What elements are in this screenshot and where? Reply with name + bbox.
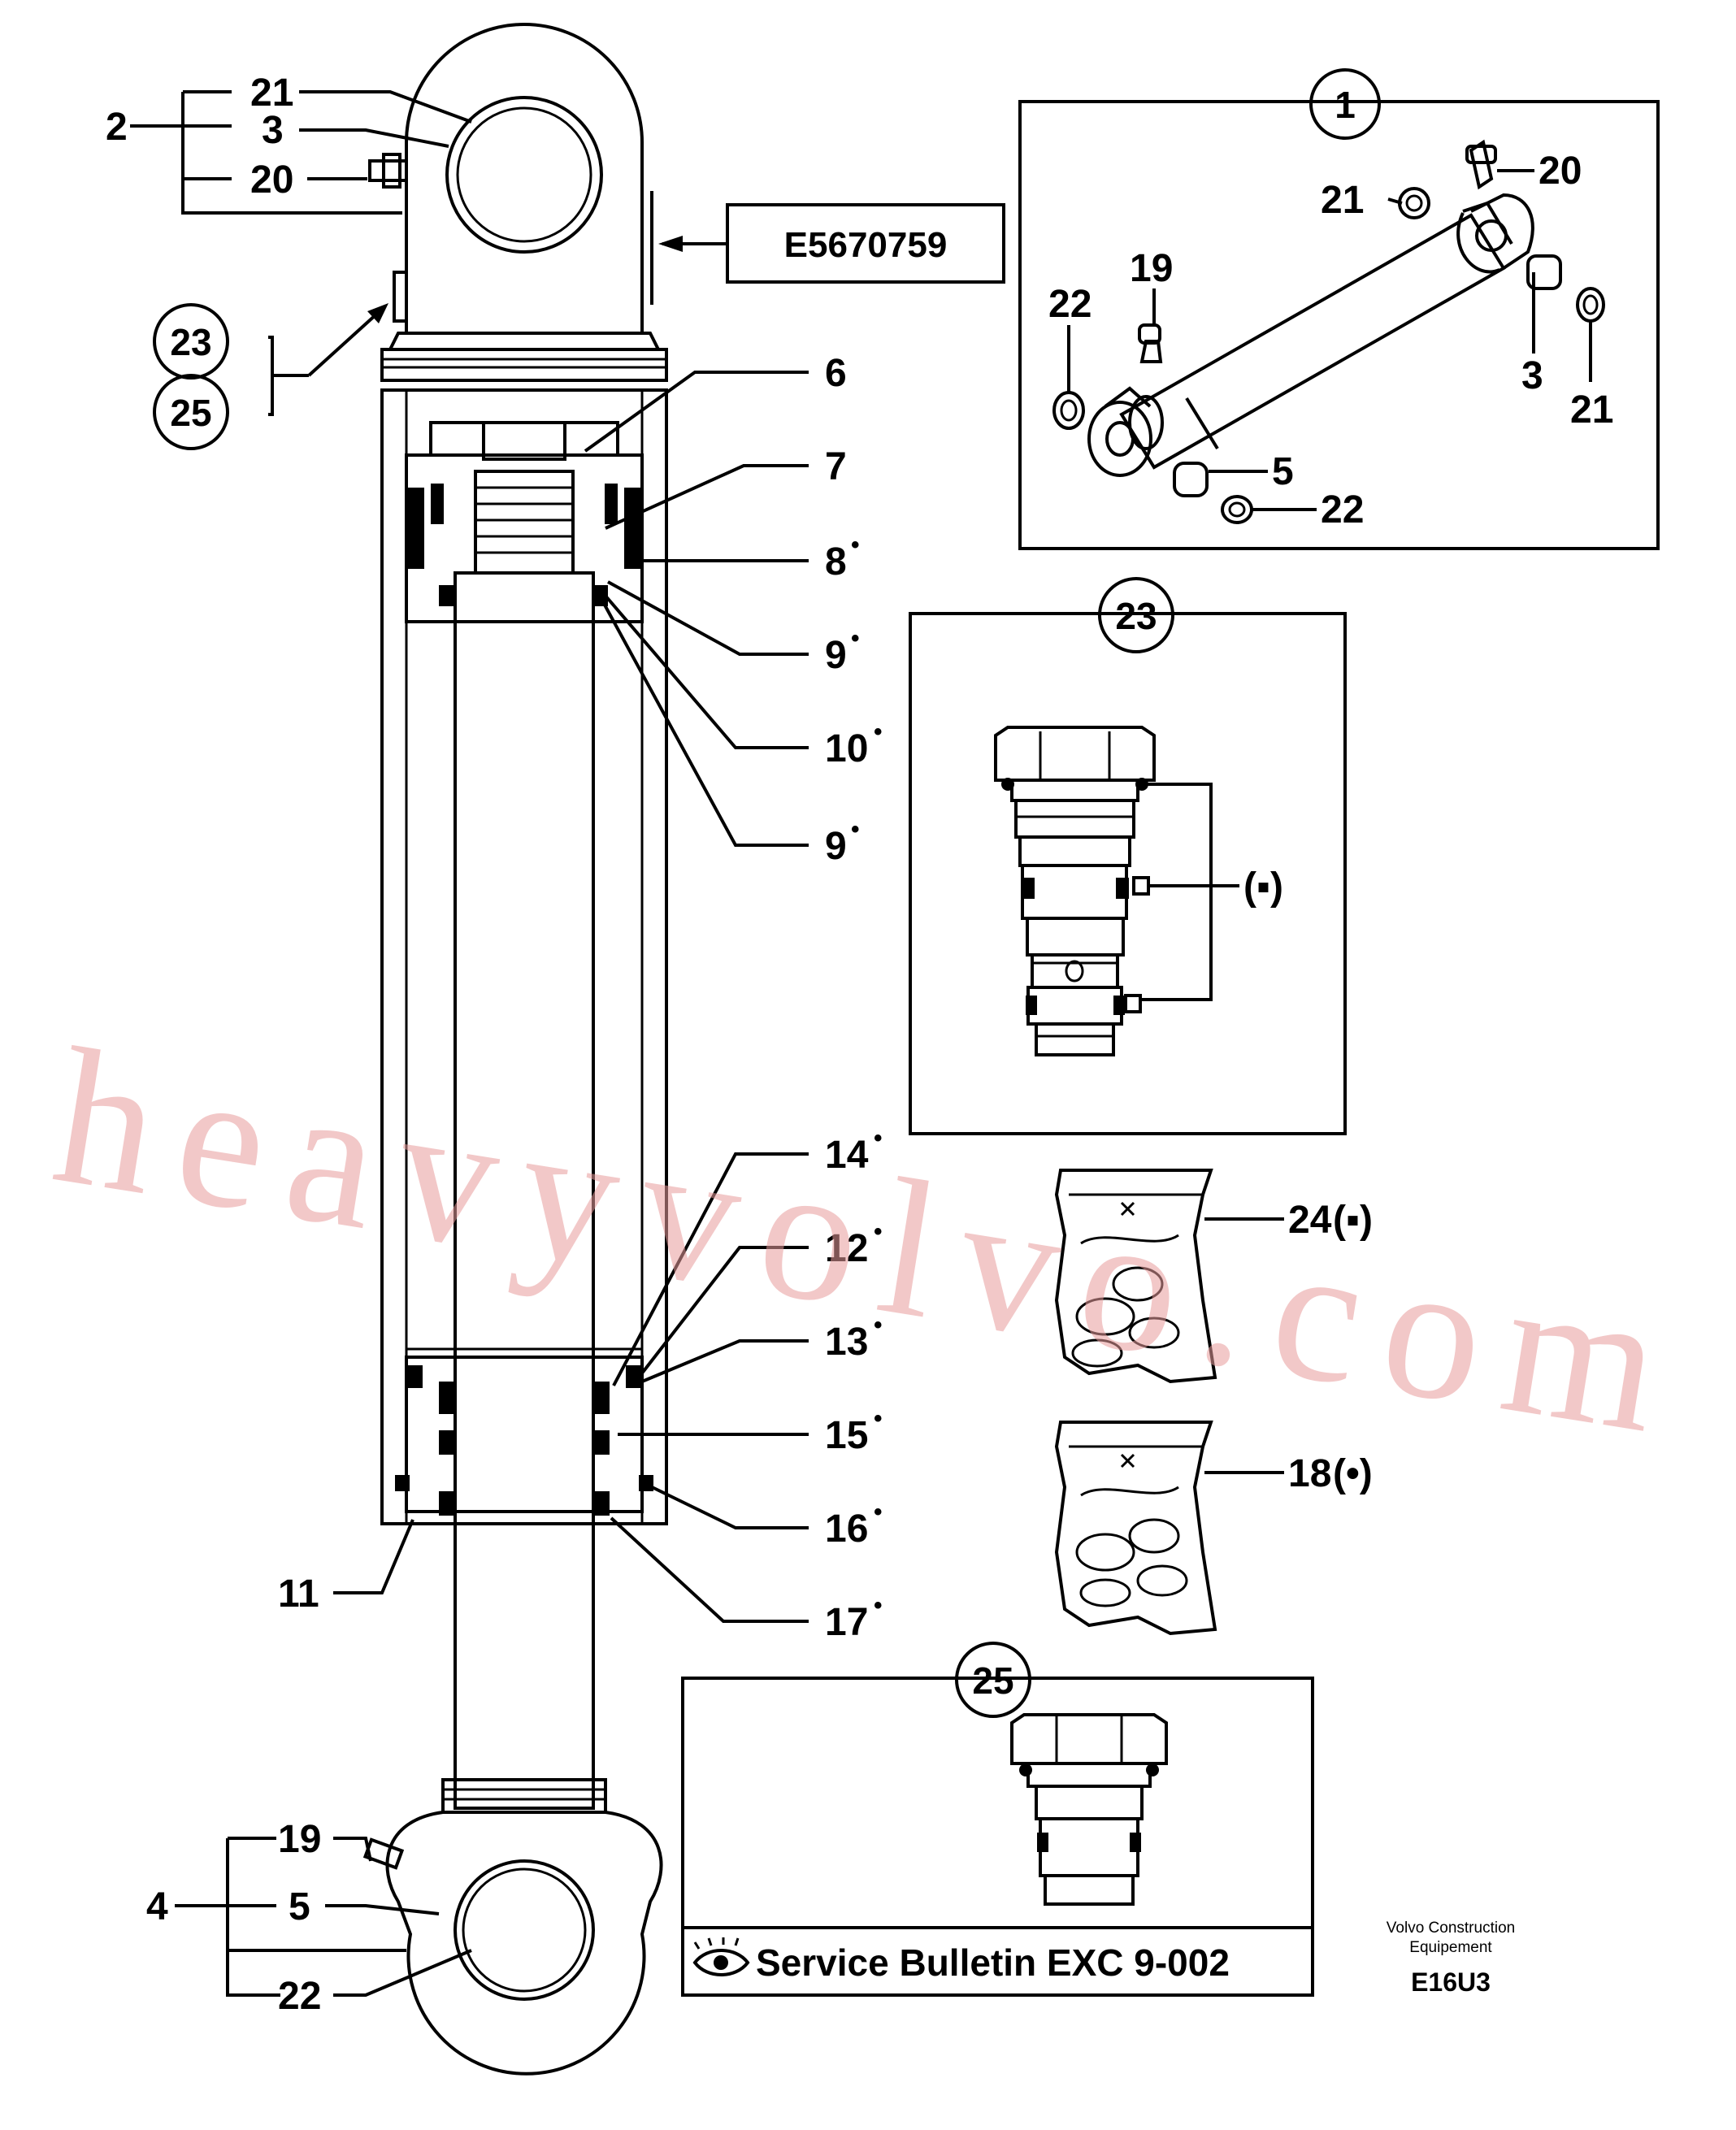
callout-23-left: 23 [153, 303, 229, 380]
service-bulletin: Service Bulletin EXC 9-002 [756, 1941, 1230, 1984]
label-6: 6 [825, 352, 847, 395]
eye-icon [692, 1937, 750, 1976]
maker-line-1: Volvo Construction [1387, 1920, 1515, 1937]
seal-kit-18: 18 (•) [1054, 1421, 1373, 1636]
inset1-label-5: 5 [1272, 450, 1294, 493]
inset-1-overview: 1 [1018, 68, 1660, 550]
label-14-dot: • [874, 1125, 883, 1152]
small-cylinder [1087, 193, 1534, 477]
label-24: 24 [1288, 1199, 1332, 1242]
svg-text:25: 25 [170, 392, 211, 434]
label-24-mark: (▪) [1333, 1199, 1373, 1242]
maker-line-2: Equipement [1409, 1939, 1492, 1956]
label-9b-dot: • [851, 816, 860, 843]
main-cylinder-drawing [362, 23, 668, 2076]
label-19: 19 [278, 1818, 321, 1861]
reference-box: E5670759 [726, 203, 1005, 284]
reference-number: E5670759 [784, 225, 948, 265]
inset1-label-3: 3 [1521, 354, 1543, 397]
inset1-label-22b: 22 [1321, 488, 1364, 531]
label-10: 10 [825, 727, 868, 770]
label-2: 2 [106, 106, 128, 149]
inset1-label-20: 20 [1539, 150, 1582, 193]
main-part-labels: 2 21 3 20 6 7 8 • 9 • 10 • 9 • 14 • 12 •… [106, 72, 883, 2018]
label-22: 22 [278, 1975, 321, 2018]
label-15: 15 [825, 1414, 868, 1457]
seal-kit-24: 24 (▪) [1054, 1169, 1373, 1384]
label-18-mark: (•) [1333, 1452, 1373, 1495]
label-4: 4 [146, 1885, 168, 1928]
label-9b: 9 [825, 825, 847, 868]
inset1-label-21a: 21 [1321, 179, 1364, 222]
label-18: 18 [1288, 1452, 1331, 1495]
label-8-dot: • [851, 531, 860, 558]
label-17-dot: • [874, 1592, 883, 1619]
piston-thread [474, 470, 575, 575]
inset1-label-19: 19 [1130, 247, 1173, 290]
inset-23-valve: 23 (▪) [909, 577, 1347, 1135]
label-15-dot: • [874, 1405, 883, 1432]
watermark: heavyvolvo.com [42, 1007, 1673, 1473]
label-11: 11 [278, 1573, 319, 1616]
drawing-code: E16U3 [1411, 1967, 1491, 1997]
inset-25-plug: 25 Service Bulletin EXC 9-002 [681, 1642, 1314, 1997]
label-9a-dot: • [851, 625, 860, 652]
label-13: 13 [825, 1321, 868, 1364]
label-20: 20 [250, 158, 293, 202]
label-5: 5 [289, 1885, 310, 1928]
callout-1: 1 [1335, 84, 1356, 126]
label-3: 3 [262, 109, 284, 152]
label-16: 16 [825, 1507, 868, 1551]
inset23-mark: (▪) [1243, 865, 1283, 909]
label-12-dot: • [874, 1218, 883, 1245]
label-21: 21 [250, 72, 293, 115]
footer: Volvo Construction Equipement E16U3 [1387, 1920, 1515, 1997]
label-9a: 9 [825, 634, 847, 677]
inset1-label-22a: 22 [1048, 283, 1092, 326]
label-7: 7 [825, 445, 847, 488]
callout-25: 25 [972, 1659, 1013, 1702]
callout-23: 23 [1115, 595, 1157, 637]
label-8: 8 [825, 540, 847, 583]
main-leader-lines [130, 90, 809, 1997]
callout-25-left: 25 [153, 374, 229, 450]
svg-text:23: 23 [170, 321, 211, 363]
inset1-label-21b: 21 [1570, 388, 1613, 432]
label-17: 17 [825, 1601, 868, 1644]
label-10-dot: • [874, 718, 883, 745]
label-13-dot: • [874, 1312, 883, 1338]
label-12: 12 [825, 1227, 868, 1270]
label-16-dot: • [874, 1499, 883, 1525]
label-14: 14 [825, 1134, 869, 1177]
